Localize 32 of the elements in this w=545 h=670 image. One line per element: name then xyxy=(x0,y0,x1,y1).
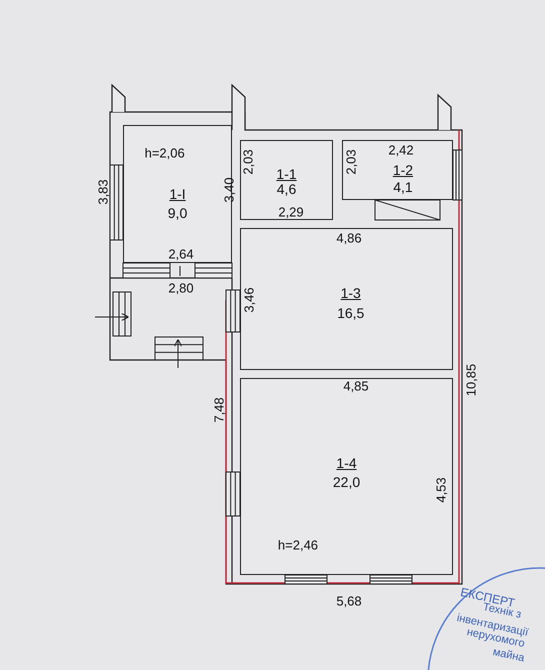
dimension-label: 3,40 xyxy=(222,177,236,203)
dimension-label: 3,46 xyxy=(242,287,256,313)
dimension-label: 2,29 xyxy=(278,206,304,218)
room-number: 1-1 xyxy=(276,166,297,181)
room-area: 16,5 xyxy=(337,306,364,320)
dimension-label: 2,03 xyxy=(344,149,358,175)
room-number: 1-4 xyxy=(336,456,357,470)
room-outline xyxy=(240,228,453,370)
room-number: 1-2 xyxy=(392,163,414,177)
dimension-label: 4,85 xyxy=(343,380,369,392)
dimension-label: 2,03 xyxy=(242,149,254,175)
room-outline xyxy=(240,140,333,220)
room-number: 1-3 xyxy=(340,286,361,300)
ceiling-height: h=2,06 xyxy=(144,146,185,160)
ceiling-height: h=2,46 xyxy=(278,538,318,552)
dimension-label: 3,83 xyxy=(96,179,110,205)
room-outline xyxy=(342,140,453,200)
stamp-text: майна xyxy=(492,647,526,664)
dimension-label: 7,48 xyxy=(212,397,226,423)
room-area: 22,0 xyxy=(332,475,360,490)
room-outline xyxy=(240,378,453,575)
room-area: 9,0 xyxy=(168,206,188,220)
room-area: 4,6 xyxy=(276,182,296,196)
dimension-label: 10,85 xyxy=(464,364,478,396)
dimension-label: 4,53 xyxy=(434,477,448,503)
dimension-label: 2,42 xyxy=(388,144,414,156)
dimension-label: 4,86 xyxy=(336,232,362,244)
dimension-label: 5,68 xyxy=(336,594,362,608)
dimension-label: 2,80 xyxy=(168,282,194,294)
dimension-label: 2,64 xyxy=(168,248,194,260)
room-number: 1-I xyxy=(169,187,186,201)
room-area: 4,1 xyxy=(393,180,413,194)
